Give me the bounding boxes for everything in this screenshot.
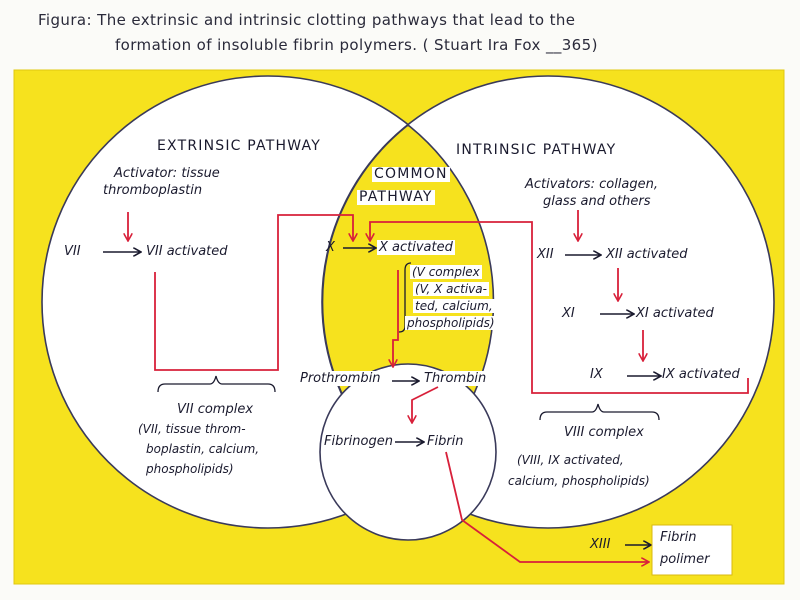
fibrinogen: Fibrinogen — [324, 434, 393, 449]
prothrombin: Prothrombin — [298, 371, 383, 386]
viii-complex-title: VIII complex — [564, 425, 644, 440]
factor-vii: VII — [64, 244, 81, 259]
common-pathway-header-2: PATHWAY — [357, 189, 435, 205]
factor-x: X — [326, 240, 335, 255]
tissue-activator-line-2: thromboplastin — [103, 183, 203, 198]
fibrin-polymer-line-2: polimer — [660, 552, 710, 567]
caption-line-2: formation of insoluble fibrin polymers. … — [115, 36, 598, 54]
factor-xii-activated: XII activated — [606, 247, 688, 262]
intrinsic-activators-line-1: Activators: collagen, — [525, 177, 659, 192]
vii-complex-brace — [157, 375, 276, 393]
factor-vii-activated: VII activated — [146, 244, 228, 259]
factor-ix: IX — [590, 367, 603, 382]
fibrin-circle — [319, 363, 497, 541]
vii-complex-title: VII complex — [177, 402, 254, 417]
v-complex-line-1: (V complex — [410, 265, 482, 279]
vii-complex-line-2: boplastin, calcium, — [146, 442, 260, 456]
v-complex-line-3: ted, calcium, — [413, 299, 495, 313]
vii-complex-line-3: phospholipids) — [146, 462, 234, 476]
factor-x-activated: X activated — [377, 240, 455, 255]
fibrin-to-polymer-arrow — [445, 451, 648, 562]
factor-xi: XI — [562, 306, 575, 321]
viii-complex-connector — [370, 221, 749, 394]
extrinsic-pathway-header: EXTRINSIC PATHWAY — [157, 138, 321, 154]
viii-complex-line-2: calcium, phospholipids) — [508, 474, 650, 488]
x-activated-to-prothrombin — [393, 270, 399, 366]
factor-xi-activated: XI activated — [636, 306, 714, 321]
v-complex-line-4: phospholipids) — [405, 316, 497, 330]
vii-complex-connector — [154, 214, 353, 371]
caption-line-1: The extrinsic and intrinsic clotting pat… — [97, 11, 576, 29]
tissue-activator-line-1: Activator: tissue — [114, 166, 220, 181]
common-pathway-header-1: COMMON — [372, 166, 450, 182]
viii-complex-brace — [539, 403, 660, 421]
fibrin: Fibrin — [427, 434, 464, 449]
intrinsic-pathway-header: INTRINSIC PATHWAY — [456, 142, 617, 158]
vii-complex-line-1: (VII, tissue throm- — [138, 422, 246, 436]
factor-xii: XII — [537, 247, 554, 262]
thrombin-to-fibrin-arrow — [412, 386, 439, 422]
figure-caption: Figura: The extrinsic and intrinsic clot… — [38, 8, 778, 58]
fibrin-polymer-line-1: Fibrin — [660, 530, 697, 545]
thrombin: Thrombin — [422, 371, 489, 386]
fibrin-polymer-box — [651, 524, 733, 576]
v-complex-brace — [398, 262, 412, 333]
caption-prefix: Figura: — [38, 11, 92, 29]
factor-xiii: XIII — [590, 537, 611, 552]
factor-ix-activated: IX activated — [662, 367, 740, 382]
v-complex-line-2: (V, X activa- — [413, 282, 489, 296]
viii-complex-line-1: (VIII, IX activated, — [517, 453, 624, 467]
intrinsic-activators-line-2: glass and others — [543, 194, 651, 209]
